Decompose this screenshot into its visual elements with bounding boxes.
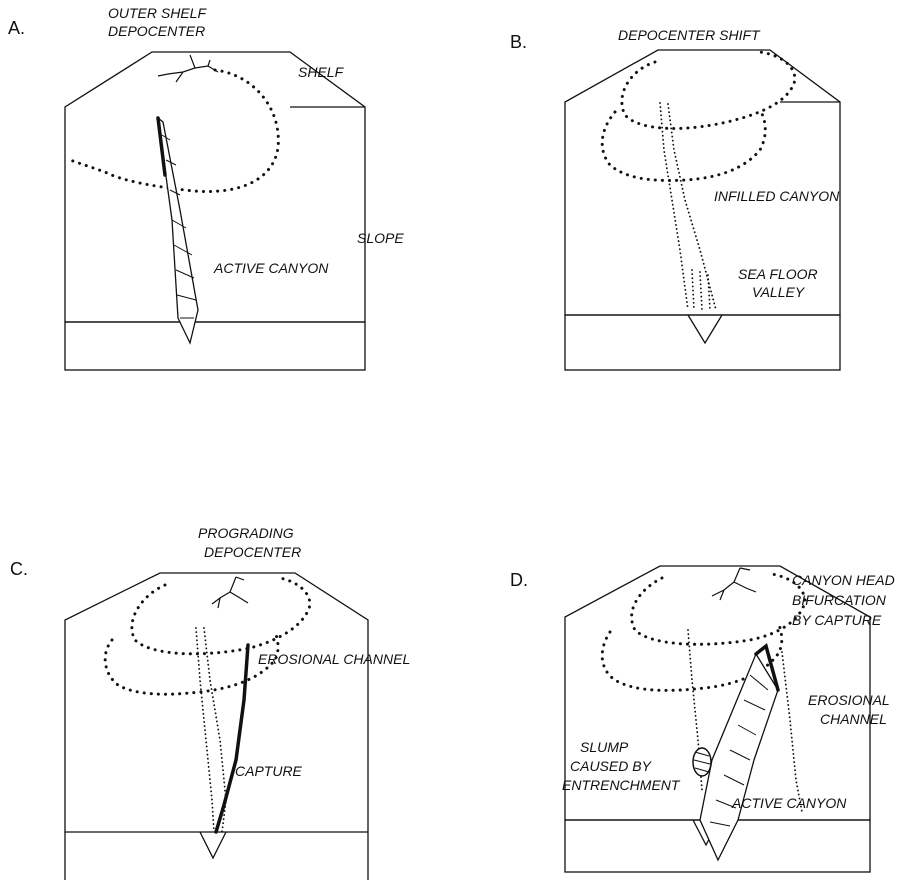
panel-c-erosional-channel — [216, 645, 248, 832]
panel-c-abandoned-canyon — [196, 628, 226, 832]
panel-a-label-canyon: ACTIVE CANYON — [213, 260, 329, 276]
panel-d-active-canyon — [700, 646, 778, 860]
panel-c-block — [65, 573, 368, 880]
panel-b-depocenter-arc-upper — [622, 52, 795, 128]
panel-a-active-canyon — [158, 118, 198, 343]
panel-b-infilled-canyon — [660, 103, 716, 310]
panel-c-depocenter-arc-lower — [105, 632, 278, 694]
panel-c-letter: C. — [10, 559, 28, 579]
panel-c-label-erosional: EROSIONAL CHANNEL — [258, 651, 410, 667]
panel-a-letter: A. — [8, 18, 25, 38]
panel-c-label-capture: CAPTURE — [235, 763, 303, 779]
panel-b-letter: B. — [510, 32, 527, 52]
panel-b-depocenter-arc-lower — [602, 110, 765, 180]
panel-d-slump — [693, 748, 711, 776]
panel-a-depocenter-arc — [70, 70, 278, 192]
panel-a-distributary-network — [158, 55, 218, 82]
panel-d-erosional-channel — [782, 652, 802, 812]
panel-d-letter: D. — [510, 570, 528, 590]
panel-a-block — [65, 52, 365, 370]
panel-a-label-shelf: SHELF — [298, 64, 345, 80]
panel-b: B. DEPOCENTER SHIFT INFILLED CANYON SEA … — [510, 27, 840, 370]
panel-c-distributary-network — [212, 577, 248, 608]
panel-d-distributary-network — [712, 568, 756, 600]
panel-b-label-shift: DEPOCENTER SHIFT — [618, 27, 761, 43]
panel-d-label-canyon: ACTIVE CANYON — [731, 795, 847, 811]
panel-b-label-infilled: INFILLED CANYON — [714, 188, 840, 204]
panel-a-label-slope: SLOPE — [357, 230, 404, 246]
panel-d-depocenter-arc-upper — [632, 574, 805, 644]
panel-b-block — [565, 50, 840, 370]
panel-c-depocenter-arc-upper — [132, 578, 310, 654]
